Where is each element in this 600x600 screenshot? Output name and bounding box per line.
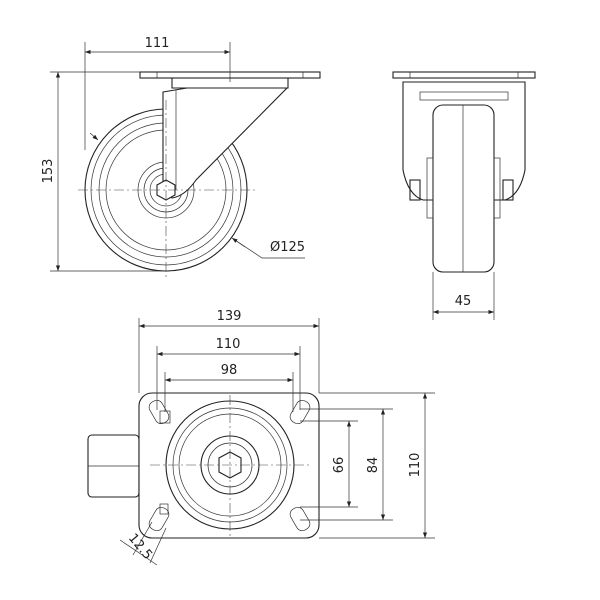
dimension-45: 45 <box>432 272 495 320</box>
top-view <box>87 392 320 539</box>
dim-label-139: 139 <box>217 309 242 324</box>
side-view <box>392 71 536 273</box>
dim-label-84: 84 <box>366 457 381 474</box>
dim-label-66: 66 <box>332 457 347 474</box>
dimension-diameter: Ø125 <box>89 132 305 259</box>
dim-label-110-horizontal: 110 <box>216 337 241 352</box>
dim-label-111: 111 <box>145 36 170 51</box>
dim-label-45: 45 <box>455 294 472 309</box>
dimension-111: 111 <box>84 36 231 150</box>
dimension-153: 153 <box>41 71 170 272</box>
dim-label-diameter: Ø125 <box>270 240 305 255</box>
dim-label-110-vertical: 110 <box>408 453 423 478</box>
dim-label-153: 153 <box>41 159 56 184</box>
dim-label-98: 98 <box>221 363 238 378</box>
